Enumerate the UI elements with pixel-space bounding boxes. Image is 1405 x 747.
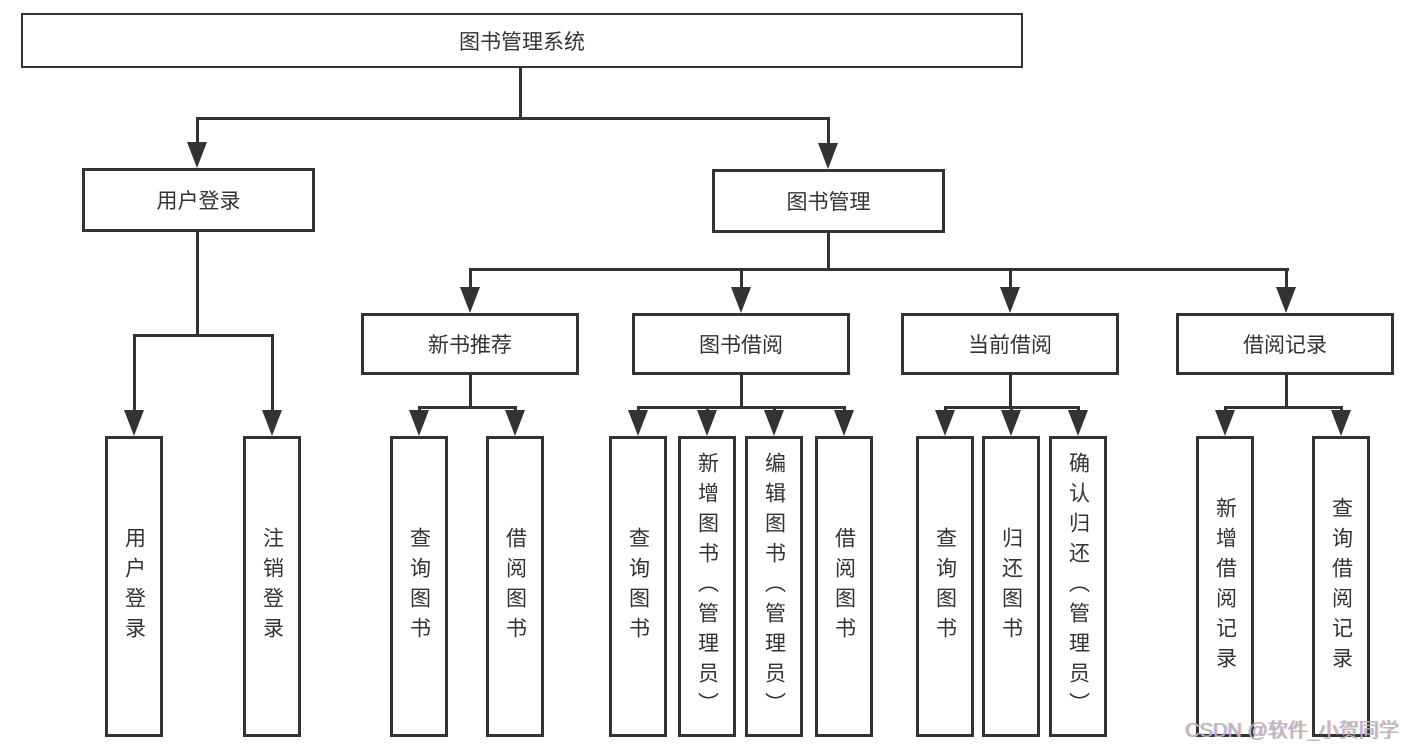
connector-line [133, 334, 274, 337]
node-label: 用户登录 [122, 526, 146, 647]
leaf-add-book-admin: 新增图书（管理员） [678, 436, 736, 737]
connector-line [469, 268, 1289, 271]
connector-line [1009, 268, 1012, 290]
arrowhead-down-icon [764, 410, 784, 436]
connector-line [740, 268, 743, 290]
leaf-add-borrow-record: 新增借阅记录 [1196, 436, 1254, 737]
leaf-query-books-borrowing: 查询图书 [609, 436, 667, 737]
node-label: 图书借阅 [699, 334, 783, 357]
node-label: 查询图书 [407, 526, 431, 647]
connector-line [469, 373, 472, 409]
connector-line [418, 406, 517, 409]
leaf-borrow-books-borrowing: 借阅图书 [815, 436, 873, 737]
node-new-book-recommend: 新书推荐 [361, 313, 579, 375]
connector-line [1009, 373, 1012, 409]
node-label: 图书管理 [786, 191, 871, 214]
leaf-edit-book-admin: 编辑图书（管理员） [745, 436, 803, 737]
arrowhead-down-icon [697, 410, 717, 436]
connector-line [1285, 373, 1288, 409]
node-label: 新书推荐 [428, 334, 512, 357]
connector-line [133, 334, 136, 412]
node-label: 确认归还（管理员） [1066, 451, 1090, 722]
arrowhead-down-icon [409, 410, 429, 436]
node-root-system: 图书管理系统 [21, 13, 1023, 68]
arrowhead-down-icon [1331, 410, 1351, 436]
node-user-login: 用户登录 [82, 168, 315, 232]
node-label: 查询图书 [933, 526, 957, 647]
connector-line [1285, 268, 1288, 290]
leaf-borrow-books-recommend: 借阅图书 [486, 436, 544, 737]
node-label: 借阅图书 [503, 526, 527, 647]
arrowhead-down-icon [460, 287, 480, 313]
arrowhead-down-icon [1215, 410, 1235, 436]
connector-line [196, 117, 830, 120]
leaf-query-books-current: 查询图书 [916, 436, 974, 737]
connector-line [827, 117, 830, 146]
connector-line [740, 373, 743, 409]
arrowhead-down-icon [187, 142, 207, 168]
node-label: 当前借阅 [968, 334, 1052, 357]
node-label: 新增借阅记录 [1213, 496, 1237, 677]
arrowhead-down-icon [1068, 410, 1088, 436]
node-book-borrowing: 图书借阅 [632, 313, 850, 375]
connector-line [1224, 406, 1343, 409]
connector-line [469, 268, 472, 290]
leaf-confirm-return-admin: 确认归还（管理员） [1049, 436, 1107, 737]
arrowhead-down-icon [834, 410, 854, 436]
node-label: 查询图书 [626, 526, 650, 647]
arrowhead-down-icon [124, 410, 144, 436]
node-label: 借阅记录 [1243, 334, 1327, 357]
node-label: 借阅图书 [832, 526, 856, 647]
arrowhead-down-icon [935, 410, 955, 436]
connector-line [271, 334, 274, 412]
node-label: 用户登录 [156, 190, 241, 213]
arrowhead-down-icon [1000, 287, 1020, 313]
node-label: 注销登录 [260, 526, 284, 647]
node-label: 编辑图书（管理员） [762, 451, 786, 722]
connector-line [637, 406, 846, 409]
node-label: 新增图书（管理员） [695, 451, 719, 722]
leaf-query-books-recommend: 查询图书 [390, 436, 448, 737]
leaf-user-login: 用户登录 [105, 436, 163, 737]
arrowhead-down-icon [1001, 410, 1021, 436]
node-book-management: 图书管理 [712, 169, 945, 233]
connector-line [196, 230, 199, 337]
arrowhead-down-icon [1276, 287, 1296, 313]
arrowhead-down-icon [262, 410, 282, 436]
node-label: 归还图书 [999, 526, 1023, 647]
connector-line [827, 231, 830, 271]
arrowhead-down-icon [818, 143, 838, 169]
watermark: CSDN @软件_小贺同学 [1185, 720, 1399, 742]
node-label: 查询借阅记录 [1329, 496, 1353, 677]
arrowhead-down-icon [628, 410, 648, 436]
node-label: 图书管理系统 [459, 30, 585, 54]
connector-line [519, 66, 522, 119]
leaf-logout: 注销登录 [243, 436, 301, 737]
leaf-return-book: 归还图书 [982, 436, 1040, 737]
arrowhead-down-icon [505, 410, 525, 436]
node-borrowing-records: 借阅记录 [1176, 313, 1394, 375]
connector-line [196, 117, 199, 146]
node-current-borrowing: 当前借阅 [901, 313, 1119, 375]
leaf-query-borrow-record: 查询借阅记录 [1312, 436, 1370, 737]
arrowhead-down-icon [731, 287, 751, 313]
